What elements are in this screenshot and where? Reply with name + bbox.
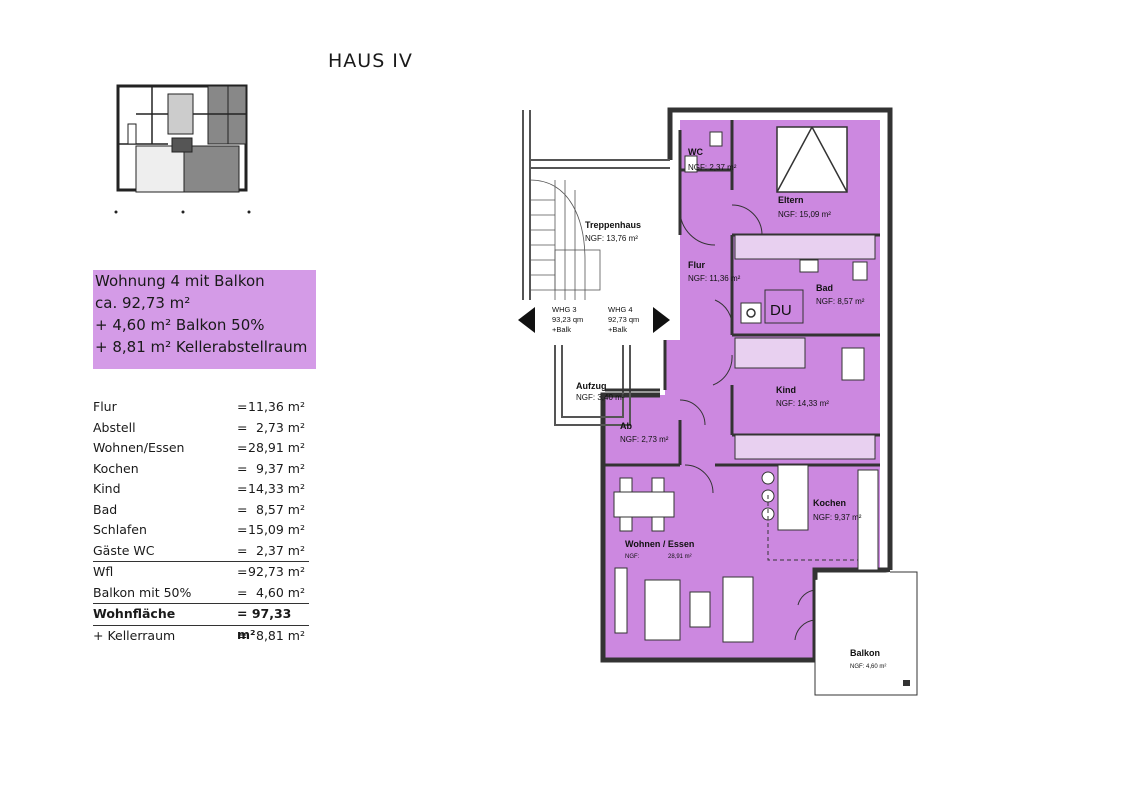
row-eq: = [237,522,248,537]
table-row: Wfl =92,73 m² [93,562,309,583]
dining-table-icon [613,477,675,532]
key-plan-highlight [183,145,240,193]
row-label: Flur [93,399,117,414]
room-label-treppenhaus: Treppenhaus [585,220,641,230]
row-value: 2,37 m² [256,542,305,558]
room-area-treppenhaus: NGF: 13,76 m² [585,234,638,243]
row-label: Kind [93,481,121,496]
row-eq: = [237,481,248,496]
row-value: 8,57 m² [256,501,305,517]
sofa-icon [614,567,754,643]
row-eq: = [237,627,248,643]
table-row: Flur =11,36 m² [93,397,309,418]
row-eq: = [237,542,248,558]
whg4-label: WHG 4 [608,305,633,314]
table-row: Schlafen =15,09 m² [93,520,309,541]
row-label: Schlafen [93,522,147,537]
row-eq: = [237,419,248,435]
whg3-label: WHG 3 [552,305,577,314]
row-eq: = [237,440,248,455]
row-label: Gäste WC [93,542,155,558]
room-area-aufzug: NGF: 3,40 m² [576,393,625,402]
table-row: Bad = 8,57 m² [93,500,309,521]
row-label: + Kellerraum [93,627,176,643]
arrow-left-icon [518,307,535,333]
room-area-bad: NGF: 8,57 m² [816,297,865,306]
room-area-ab: NGF: 2,73 m² [620,435,669,444]
table-row: Balkon mit 50% = 4,60 m² [93,583,309,604]
row-label: Balkon mit 50% [93,584,192,600]
table-row-total: Wohnfläche = 97,33 m² [93,604,309,642]
room-label-balkon: Balkon [850,648,880,658]
row-label: Abstell [93,419,136,435]
key-plan [114,84,251,214]
row-label: Wohnfläche [93,606,176,621]
row-value: 92,73 m² [248,564,305,579]
room-area-eltern: NGF: 15,09 m² [778,210,831,219]
table-row: Kind =14,33 m² [93,479,309,500]
row-value: 4,60 m² [256,584,305,600]
row-value: 15,09 m² [248,522,305,537]
row-label: Bad [93,501,118,517]
row-eq: = [237,399,248,414]
room-label-bad: Bad [816,283,833,293]
unit-info-line: + 4,60 m² Balkon 50% [95,316,265,334]
row-value: 11,36 m² [248,399,305,414]
room-area-kind: NGF: 14,33 m² [776,399,829,408]
arrow-right-icon [653,307,670,333]
room-area-flur: NGF: 11,36 m² [688,274,741,283]
table-row: Gäste WC = 2,37 m² [93,541,309,562]
room-label-flur: Flur [688,260,705,270]
table-row: + Kellerraum = 8,81 m² [93,626,309,647]
room-label-eltern: Eltern [778,195,804,205]
room-label-wc: WC [688,147,703,157]
room-label-aufzug: Aufzug [576,381,607,391]
room-label-ab: Ab [620,421,632,431]
row-eq: = [237,564,248,579]
row-label: Wfl [93,564,114,579]
row-value: 9,37 m² [256,460,305,476]
table-row: Wohnen/Essen =28,91 m² [93,438,309,459]
row-eq: = [237,501,248,517]
balcony-outline [814,571,918,696]
area-table: Flur=11,36 m² Abstell=2,73 m² Wohnen/Ess… [93,397,309,646]
unit-info-line: ca. 92,73 m² [95,294,191,312]
room-area-kochen: NGF: 9,37 m² [813,513,862,522]
whg4-area: 92,73 qm [608,315,639,324]
room-area-wohnen-value: 28,91 m² [668,554,692,560]
shower-outline [764,289,804,324]
page-title: HAUS IV [328,50,413,72]
row-eq: = [237,460,248,476]
stairs [529,179,601,300]
unit-info-line: + 8,81 m² Kellerabstellraum [95,338,308,356]
whg3-area: 93,23 qm [552,315,583,324]
unit-info-line: Wohnung 4 mit Balkon [95,272,265,290]
row-value: 14,33 m² [248,481,305,496]
room-label-du: DU [770,302,792,319]
room-label-kochen: Kochen [813,498,846,508]
room-area-wc: NGF: 2,37 m² [688,163,737,172]
drain-icon [746,308,756,318]
room-label-kind: Kind [776,385,796,395]
table-row: Kochen = 9,37 m² [93,459,309,480]
room-label-wohnen: Wohnen / Essen [625,539,694,549]
bed-icon [776,126,848,193]
row-eq: = 97,33 m² [237,606,292,642]
row-label: Kochen [93,460,139,476]
row-value: 2,73 m² [256,419,305,435]
room-area-balkon: NGF: 4,60 m² [850,664,886,670]
table-row: Abstell = 2,73 m² [93,418,309,439]
unit-info-box: Wohnung 4 mit Balkon ca. 92,73 m² + 4,60… [93,270,316,369]
row-value: 28,91 m² [248,440,305,455]
whg3-balk: +Balk [552,325,571,334]
row-eq: = [237,584,248,600]
row-value: 8,81 m² [256,627,305,643]
room-area-wohnen-label: NGF: [625,554,640,560]
row-label: Wohnen/Essen [93,440,185,455]
whg4-balk: +Balk [608,325,627,334]
floor-plan: WC NGF: 2,37 m² Eltern NGF: 15,09 m² Tre… [518,107,918,696]
